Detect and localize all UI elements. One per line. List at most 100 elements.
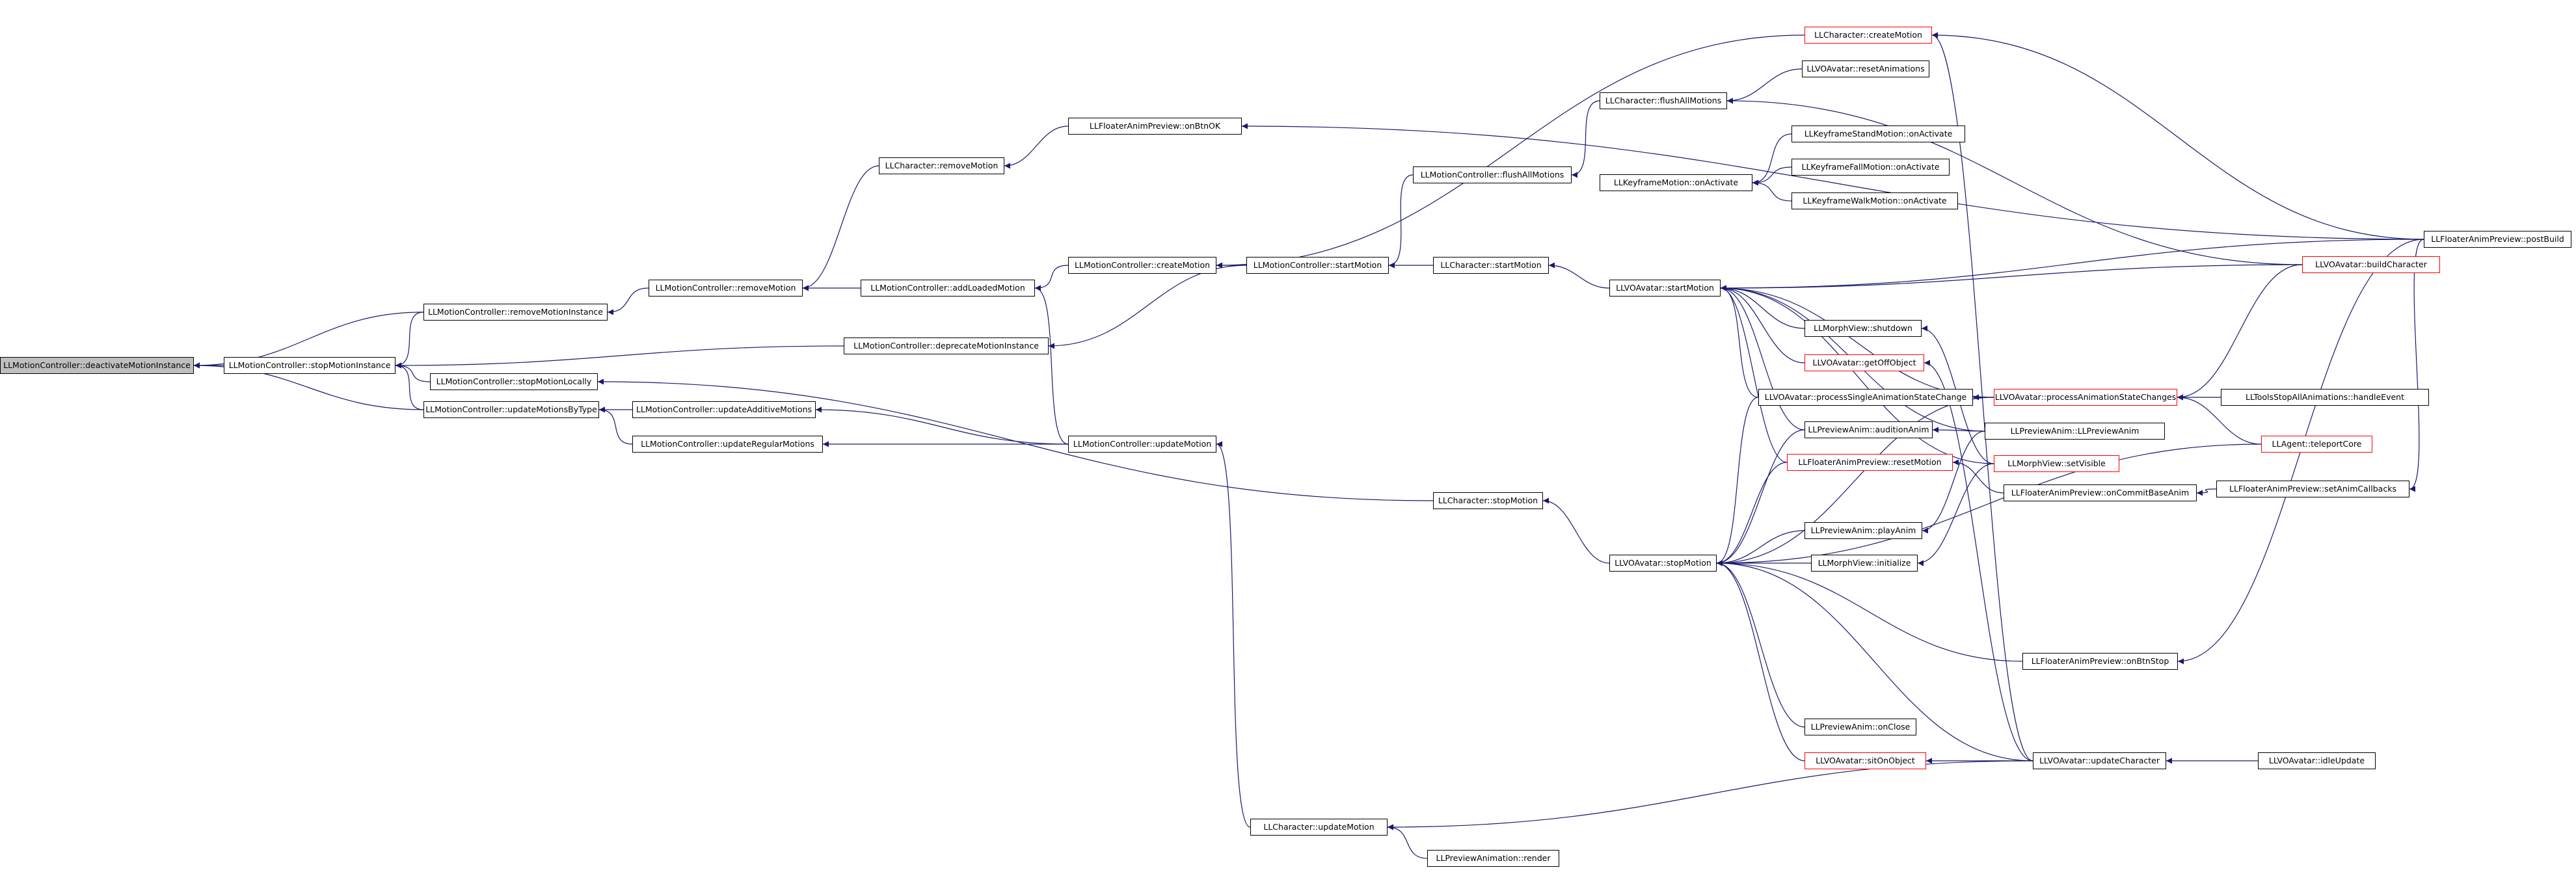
graph-edge-stopML-to-stopMI	[395, 362, 431, 382]
graph-node-deprecate[interactable]: LLMotionController::deprecateMotionInsta…	[844, 337, 1049, 354]
graph-node-voGetOff[interactable]: LLVOAvatar::getOffObject	[1805, 354, 1924, 371]
graph-node-updReg[interactable]: LLMotionController::updateRegularMotions	[632, 436, 823, 453]
graph-node-fapSetCallbacks[interactable]: LLFloaterAnimPreview::setAnimCallbacks	[2216, 481, 2409, 497]
graph-node-label: LLMotionController::flushAllMotions	[1420, 170, 1564, 179]
graph-edge-kmsOnAct-to-kmOnActivate	[1752, 133, 1792, 186]
graph-node-voIdle[interactable]: LLVOAvatar::idleUpdate	[2258, 752, 2376, 769]
graph-edge-voUpdChar-to-voStop	[1716, 560, 2033, 761]
graph-node-voStop[interactable]: LLVOAvatar::stopMotion	[1609, 555, 1717, 572]
graph-node-stopMI[interactable]: LLMotionController::stopMotionInstance	[224, 357, 396, 374]
graph-node-label: LLPreviewAnim::auditionAnim	[1808, 425, 1929, 434]
graph-node-charStart[interactable]: LLCharacter::startMotion	[1433, 257, 1549, 274]
graph-node-label: LLMotionController::deactivateMotionInst…	[3, 360, 191, 370]
graph-node-kmwOnAct[interactable]: LLKeyframeWalkMotion::onActivate	[1791, 192, 1958, 209]
graph-node-voUpdChar[interactable]: LLVOAvatar::updateCharacter	[2033, 752, 2166, 769]
graph-node-label: LLKeyframeStandMotion::onActivate	[1804, 129, 1953, 139]
graph-node-label: LLCharacter::removeMotion	[885, 161, 999, 170]
graph-edge-fapPostBuild-to-voStart	[1720, 239, 2424, 291]
graph-node-kmfOnAct[interactable]: LLKeyframeFallMotion::onActivate	[1791, 159, 1950, 176]
graph-edge-fapSetCallbacks-to-fapOnCommit	[2196, 488, 2217, 496]
graph-node-mcUpdate[interactable]: LLMotionController::updateMotion	[1068, 436, 1216, 453]
graph-node-voProcChanges[interactable]: LLVOAvatar::processAnimationStateChanges	[1994, 389, 2177, 406]
graph-node-mvSetVisible[interactable]: LLMorphView::setVisible	[1994, 455, 2119, 472]
graph-edge-paAudition-to-voStop	[1716, 429, 1805, 566]
graph-node-removeMI[interactable]: LLMotionController::removeMotionInstance	[423, 304, 608, 321]
graph-node-mvInit[interactable]: LLMorphView::initialize	[1811, 555, 1918, 572]
graph-node-fapReset[interactable]: LLFloaterAnimPreview::resetMotion	[1787, 454, 1953, 471]
graph-node-agentTeleport[interactable]: LLAgent::teleportCore	[2261, 436, 2372, 453]
graph-node-fapOnBtnOK[interactable]: LLFloaterAnimPreview::onBtnOK	[1068, 118, 1242, 135]
graph-node-label: LLCharacter::stopMotion	[1438, 495, 1538, 505]
graph-edge-voUpdChar-to-voGetOff	[1924, 360, 2033, 761]
graph-node-fapOnCommit[interactable]: LLFloaterAnimPreview::onCommitBaseAnim	[2004, 484, 2197, 501]
graph-edge-voUpdChar-to-charUpdate	[1387, 760, 2033, 830]
graph-edge-paAudition-to-voStart	[1720, 285, 1805, 430]
graph-node-mcStart[interactable]: LLMotionController::startMotion	[1246, 257, 1389, 274]
graph-node-label: LLPreviewAnim::LLPreviewAnim	[2010, 426, 2140, 436]
graph-node-label: LLCharacter::updateMotion	[1263, 822, 1375, 832]
graph-edge-charRemove-to-removeM	[802, 165, 879, 291]
graph-node-charFlush[interactable]: LLCharacter::flushAllMotions	[1600, 92, 1727, 109]
graph-node-kmOnActivate[interactable]: LLKeyframeMotion::onActivate	[1600, 174, 1752, 191]
graph-node-label: LLFloaterAnimPreview::onBtnStop	[2031, 656, 2169, 666]
graph-edge-voProcSingle-to-voStop	[1716, 397, 1759, 566]
graph-node-stopML[interactable]: LLMotionController::stopMotionLocally	[430, 373, 598, 390]
graph-node-voSitOn[interactable]: LLVOAvatar::sitOnObject	[1805, 752, 1926, 769]
graph-node-label: LLMorphView::initialize	[1818, 558, 1911, 568]
graph-node-charStop[interactable]: LLCharacter::stopMotion	[1433, 492, 1543, 509]
graph-node-label: LLMotionController::updateAdditiveMotion…	[636, 404, 812, 414]
graph-node-paPlay[interactable]: LLPreviewAnim::playAnim	[1805, 522, 1922, 539]
graph-node-label: LLVOAvatar::startMotion	[1616, 283, 1714, 293]
graph-node-voReset[interactable]: LLVOAvatar::resetAnimations	[1802, 60, 1929, 77]
graph-edge-paOnClose-to-voStop	[1716, 560, 1805, 728]
graph-node-paCtor[interactable]: LLPreviewAnim::LLPreviewAnim	[1985, 423, 2165, 440]
graph-node-voProcSingle[interactable]: LLVOAvatar::processSingleAnimationStateC…	[1758, 389, 1973, 406]
graph-node-addLoaded[interactable]: LLMotionController::addLoadedMotion	[861, 280, 1035, 297]
graph-node-paAudition[interactable]: LLPreviewAnim::auditionAnim	[1805, 421, 1933, 438]
graph-edge-charCreate-to-mcCreate	[1216, 34, 1805, 269]
graph-node-updByType[interactable]: LLMotionController::updateMotionsByType	[423, 401, 599, 418]
graph-node-fapPostBuild[interactable]: LLFloaterAnimPreview::postBuild	[2424, 231, 2571, 248]
graph-node-label: LLFloaterAnimPreview::onBtnOK	[1089, 121, 1221, 131]
graph-node-mcCreate[interactable]: LLMotionController::createMotion	[1068, 257, 1216, 274]
graph-node-charRemove[interactable]: LLCharacter::removeMotion	[879, 157, 1004, 174]
graph-node-prevRender[interactable]: LLPreviewAnimation::render	[1427, 850, 1559, 867]
graph-node-label: LLMorphView::setVisible	[2007, 458, 2106, 468]
graph-node-label: LLMotionController::addLoadedMotion	[870, 283, 1025, 293]
graph-node-label: LLKeyframeWalkMotion::onActivate	[1803, 196, 1947, 205]
graph-node-charCreate[interactable]: LLCharacter::createMotion	[1805, 27, 1932, 44]
graph-edge-mcFlush-to-mcStart	[1388, 174, 1414, 269]
graph-edge-voBuildChar-to-voProcChanges	[2177, 264, 2303, 401]
graph-node-voStart[interactable]: LLVOAvatar::startMotion	[1609, 280, 1721, 297]
graph-edge-voReset-to-charFlush	[1726, 68, 1803, 104]
graph-node-label: LLVOAvatar::processAnimationStateChanges	[1994, 392, 2177, 402]
graph-edge-agentTeleport-to-voProcChanges	[2177, 394, 2262, 445]
graph-node-label: LLMotionController::updateMotionsByType	[425, 404, 597, 414]
graph-node-removeM[interactable]: LLMotionController::removeMotion	[649, 280, 803, 297]
graph-node-fapOnBtnStop[interactable]: LLFloaterAnimPreview::onBtnStop	[2022, 653, 2178, 670]
graph-edge-voBuildChar-to-voStart	[1720, 264, 2303, 291]
graph-node-label: LLPreviewAnim::onClose	[1810, 722, 1911, 732]
graph-edge-updReg-to-updByType	[598, 406, 633, 445]
graph-edge-prevRender-to-charUpdate	[1387, 824, 1428, 859]
graph-edge-charUpdate-to-mcUpdate	[1216, 441, 1251, 828]
graph-node-paOnClose[interactable]: LLPreviewAnim::onClose	[1805, 719, 1916, 735]
graph-edge-fapPostBuild-to-fapSetCallbacks	[2409, 239, 2424, 492]
graph-node-toolsStop[interactable]: LLToolsStopAllAnimations::handleEvent	[2221, 389, 2429, 406]
graph-node-updAdd[interactable]: LLMotionController::updateAdditiveMotion…	[632, 401, 816, 418]
graph-edge-voProcChanges-to-voStop	[1716, 397, 1994, 566]
graph-edge-fapOnBtnOK-to-charRemove	[1004, 126, 1069, 169]
graph-node-kmsOnAct[interactable]: LLKeyframeStandMotion::onActivate	[1791, 126, 1965, 142]
graph-edge-charStop-to-stopML	[597, 378, 1434, 501]
graph-edge-voGetOff-to-voStart	[1720, 285, 1805, 363]
graph-node-mvShutdown[interactable]: LLMorphView::shutdown	[1805, 320, 1922, 337]
graph-edge-voSitOn-to-voStop	[1716, 560, 1805, 761]
graph-node-voBuildChar[interactable]: LLVOAvatar::buildCharacter	[2302, 256, 2440, 273]
graph-edge-fapOnBtnStop-to-voStop	[1716, 560, 2023, 662]
graph-node-label: LLPreviewAnim::playAnim	[1810, 525, 1916, 535]
graph-node-label: LLMotionController::createMotion	[1074, 260, 1211, 270]
graph-node-charUpdate[interactable]: LLCharacter::updateMotion	[1250, 819, 1388, 836]
graph-node-mcFlush[interactable]: LLMotionController::flushAllMotions	[1413, 166, 1572, 183]
graph-edge-charFlush-to-mcFlush	[1571, 100, 1600, 178]
